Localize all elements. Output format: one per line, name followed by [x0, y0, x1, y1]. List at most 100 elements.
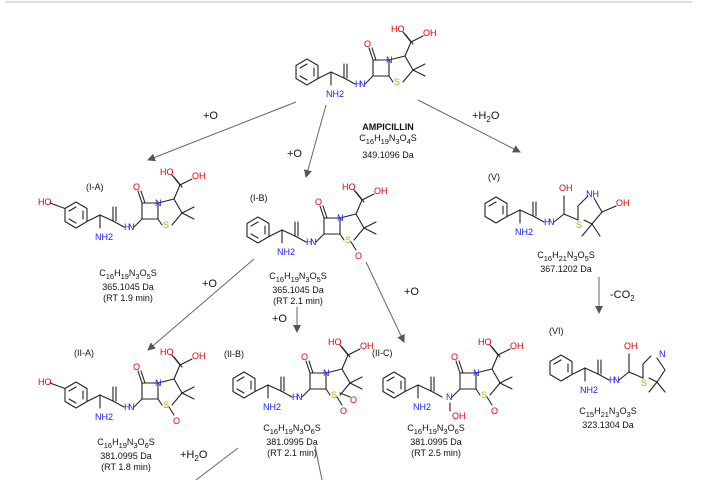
svg-text:HO: HO — [38, 377, 52, 387]
svg-text:N: N — [613, 375, 620, 385]
svg-text:O: O — [451, 352, 458, 362]
caption-IB: C16H19N3O5S 365.1045 Da (RT 2.1 min) — [258, 271, 338, 307]
svg-text:NH2: NH2 — [580, 385, 598, 395]
svg-text:H: H — [292, 392, 299, 402]
svg-text:OH: OH — [452, 411, 466, 421]
svg-text:OH: OH — [616, 198, 630, 208]
svg-text:OH: OH — [510, 341, 524, 351]
IIB-rt: (RT 2.1 min) — [267, 447, 317, 458]
svg-text:O: O — [350, 395, 357, 405]
caption-ampicillin: AMPICILLIN C16H19N3O4S 349.1096 Da — [343, 122, 433, 161]
ampicillin-mass: 349.1096 Da — [362, 149, 414, 160]
VI-mass: 323.1304 Da — [582, 419, 634, 430]
caption-IIC: C16H19N3O6S 381.0995 Da (RT 2.5 min) — [396, 423, 476, 459]
structure-IB: O NH2 H N N S O OH HO — [246, 182, 388, 261]
arrow-label-bottom: +H2O — [180, 449, 208, 464]
arrow-label-IB-to-IIA: +O — [202, 278, 217, 290]
svg-text:OH: OH — [360, 341, 374, 351]
svg-text:O: O — [340, 406, 347, 416]
caption-V: C16H21N3O5S 367.1202 Da — [526, 250, 606, 275]
svg-text:S: S — [481, 390, 487, 400]
caption-IIB: C16H19N3O6S 381.0995 Da (RT 2.1 min) — [252, 423, 332, 459]
arrow-amp-to-IA — [147, 101, 297, 162]
svg-text:N: N — [386, 55, 393, 65]
svg-text:HO: HO — [160, 347, 174, 357]
IIC-formula: C16H19N3O6S — [407, 423, 465, 436]
svg-text:HO: HO — [478, 337, 492, 347]
IIC-mass: 381.0995 Da — [410, 436, 462, 447]
VI-formula: C15H21N3O3S — [579, 406, 637, 419]
svg-text:HO: HO — [160, 167, 174, 177]
svg-text:OH: OH — [423, 28, 437, 38]
IA-rt: (RT 1.9 min) — [103, 292, 153, 303]
svg-text:H: H — [124, 402, 131, 412]
svg-text:O: O — [364, 39, 371, 49]
svg-text:H: H — [355, 79, 362, 89]
svg-text:O: O — [491, 406, 498, 416]
svg-text:S: S — [394, 77, 400, 87]
svg-text:N: N — [446, 392, 453, 402]
svg-text:S: S — [163, 400, 169, 410]
arrow-bottom-left — [195, 447, 239, 480]
svg-text:O: O — [355, 251, 362, 261]
structure-IIC: O NH2 N OH N S O OH HO — [382, 337, 524, 421]
svg-text:N: N — [359, 79, 366, 89]
svg-text:HO: HO — [391, 24, 405, 34]
arrow-label-IB-to-IIB: +O — [272, 313, 287, 325]
svg-text:O: O — [301, 352, 308, 362]
IB-formula: C16H19N3O5S — [269, 271, 327, 284]
svg-text:HO: HO — [342, 182, 356, 192]
arrow-bottom-right — [314, 445, 323, 480]
arrow-label-amp-to-IB: +O — [287, 148, 302, 160]
svg-text:H: H — [544, 217, 551, 227]
svg-text:N: N — [128, 222, 135, 232]
svg-text:O: O — [173, 416, 180, 426]
svg-text:HO: HO — [38, 197, 52, 207]
V-formula: C16H21N3O5S — [537, 250, 595, 263]
svg-text:NH2: NH2 — [515, 227, 533, 237]
arrow-amp-to-IB — [304, 104, 327, 178]
structure-IIB: O O NH2 H N N S O OH HO — [232, 337, 374, 416]
structure-IIA: O HO NH2 H N N S O OH HO — [38, 347, 206, 426]
caption-VI: C15H21N3O3S 323.1304 Da — [568, 406, 648, 431]
svg-text:NH2: NH2 — [326, 89, 344, 99]
IIC-rt: (RT 2.5 min) — [411, 447, 461, 458]
svg-text:N: N — [296, 392, 303, 402]
arrow-IB-to-IIC — [365, 261, 405, 343]
svg-text:NH2: NH2 — [95, 412, 113, 422]
svg-text:HO: HO — [328, 337, 342, 347]
svg-text:S: S — [345, 235, 351, 245]
tag-IIA: (II-A) — [74, 348, 94, 358]
tag-V: (V) — [488, 172, 500, 182]
arrow-amp-to-V — [417, 99, 521, 153]
svg-text:H: H — [124, 222, 131, 232]
ampicillin-name: AMPICILLIN — [362, 122, 414, 132]
svg-text:NH2: NH2 — [95, 232, 113, 242]
svg-text:NH2: NH2 — [277, 247, 295, 257]
tag-IA: (I-A) — [86, 182, 104, 192]
svg-text:N: N — [337, 213, 344, 223]
IB-mass: 365.1045 Da — [272, 284, 324, 295]
svg-text:OH: OH — [624, 341, 638, 351]
IIA-mass: 381.0995 Da — [100, 450, 152, 461]
svg-text:NH2: NH2 — [413, 402, 431, 412]
arrow-label-V-to-VI: -CO2 — [610, 289, 635, 304]
svg-text:N: N — [310, 237, 317, 247]
IIB-formula: C16H19N3O6S — [263, 423, 321, 436]
arrow-label-IB-to-IIC: +O — [404, 286, 419, 298]
svg-text:OH: OH — [192, 171, 206, 181]
IB-rt: (RT 2.1 min) — [273, 295, 323, 306]
tag-IIC: (II-C) — [372, 348, 393, 358]
svg-text:H: H — [609, 375, 616, 385]
svg-text:N: N — [128, 402, 135, 412]
IA-mass: 365.1045 Da — [102, 281, 154, 292]
svg-text:O: O — [133, 182, 140, 192]
tag-VI: (VI) — [549, 326, 564, 336]
structure-V: OH NH2 H N S NH OH — [484, 183, 630, 237]
svg-text:N: N — [155, 198, 162, 208]
tag-IB: (I-B) — [250, 193, 268, 203]
svg-text:S: S — [576, 220, 582, 230]
V-mass: 367.1202 Da — [540, 263, 592, 274]
svg-text:NH: NH — [586, 189, 599, 199]
